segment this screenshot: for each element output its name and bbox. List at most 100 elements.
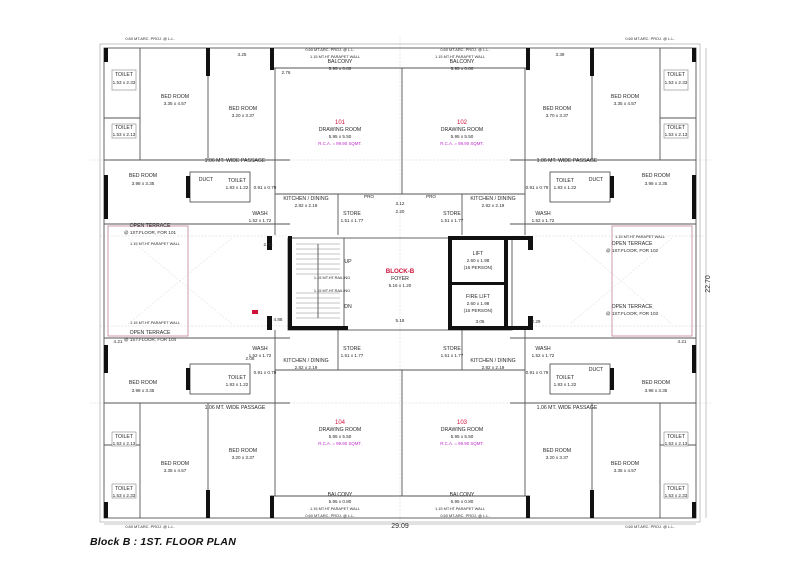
bed-room-label: BED ROOM bbox=[161, 461, 189, 467]
arc-projection-note: 0.60 MT.ARC. PROJ. @ L.L. bbox=[125, 36, 174, 41]
duct-label: DUCT bbox=[589, 367, 604, 373]
dimension: 4.21 bbox=[114, 339, 123, 344]
passage-label: 1.06 MT. WIDE PASSAGE bbox=[205, 158, 266, 164]
toilet-label: TOILET bbox=[667, 72, 686, 78]
wash-size: 1.52 x 1.72 bbox=[249, 353, 272, 358]
flat-number: 103 bbox=[457, 420, 468, 426]
drawing-room-size: 5.95 x 5.50 bbox=[451, 434, 474, 439]
bed-room-label: BED ROOM bbox=[129, 173, 157, 179]
toilet-label: TOILET bbox=[115, 125, 134, 131]
terrace-label: OPEN TERRACE bbox=[130, 330, 171, 336]
duct-label: DUCT bbox=[589, 177, 604, 183]
construction-lines bbox=[90, 36, 712, 528]
store-size: 1.51 x 1.77 bbox=[441, 218, 464, 223]
kitchen-size: 2.82 x 2.19 bbox=[295, 203, 318, 208]
toilet-size: 1.53 x 2.33 bbox=[113, 80, 136, 85]
balcony-label: BALCONY bbox=[450, 492, 475, 498]
dimension: 3.05 bbox=[476, 319, 485, 324]
bed-room-label: BED ROOM bbox=[229, 448, 257, 454]
toilet-label: TOILET bbox=[228, 178, 247, 184]
duct-label: DUCT bbox=[199, 177, 214, 183]
overall-width: 29.09 bbox=[391, 523, 409, 530]
wash-label: WASH bbox=[535, 346, 551, 352]
balcony-label: BALCONY bbox=[450, 59, 475, 65]
toilet-size: 1.83 x 1.22 bbox=[554, 185, 577, 190]
rca-area: R.C.A. = 99.90 SQMT. bbox=[318, 141, 362, 146]
bed-room-label: BED ROOM bbox=[543, 106, 571, 112]
toilet-size: 1.53 x 2.13 bbox=[113, 441, 136, 446]
kitchen-label: KITCHEN / DINING bbox=[283, 196, 328, 202]
wash-size: 1.52 x 1.72 bbox=[532, 218, 555, 223]
dimension: 2.05 bbox=[264, 242, 273, 247]
toilet-label: TOILET bbox=[667, 486, 686, 492]
passage-label: 1.06 MT. WIDE PASSAGE bbox=[205, 405, 266, 411]
label-boxes bbox=[111, 69, 689, 499]
kitchen-label: KITCHEN / DINING bbox=[470, 196, 515, 202]
store-label: STORE bbox=[343, 346, 361, 352]
bed-room-size: 3.20 x 3.37 bbox=[232, 113, 255, 118]
store-size: 1.51 x 1.77 bbox=[341, 353, 364, 358]
wash-size: 1.52 x 1.72 bbox=[532, 353, 555, 358]
bed-room-label: BED ROOM bbox=[129, 380, 157, 386]
balcony-label: BALCONY bbox=[328, 59, 353, 65]
foyer-label: FOYER bbox=[391, 276, 409, 282]
walls bbox=[99, 43, 701, 523]
kitchen-label: KITCHEN / DINING bbox=[470, 358, 515, 364]
duct-size: 0.91 x 0.79 bbox=[526, 185, 549, 190]
parapet-note: 1.15 MT.HT.PARAPET WALL bbox=[435, 54, 486, 59]
bed-room-size: 3.35 x 4.57 bbox=[614, 101, 637, 106]
balcony-size: 5.95 x 0.80 bbox=[451, 499, 474, 504]
arc-projection-note: 0.60 MT.ARC. PROJ. @ L.L. bbox=[125, 524, 174, 529]
store-label: STORE bbox=[443, 211, 461, 217]
arc-projection-note: 0.60 MT.ARC. PROJ. @ L.L. bbox=[440, 513, 489, 518]
projection-label: PRO bbox=[364, 194, 374, 199]
dimension: 3.25 bbox=[238, 52, 247, 57]
flat-number: 101 bbox=[335, 120, 346, 126]
block-name: BLOCK-B bbox=[386, 268, 415, 275]
dimension: 2.29 bbox=[532, 319, 541, 324]
toilet-size: 1.53 x 2.33 bbox=[113, 493, 136, 498]
bed-room-size: 3.20 x 3.37 bbox=[232, 455, 255, 460]
toilet-label: TOILET bbox=[115, 72, 134, 78]
store-size: 1.51 x 1.77 bbox=[441, 353, 464, 358]
toilet-size: 1.53 x 2.33 bbox=[665, 493, 688, 498]
plan-title: Block B : 1ST. FLOOR PLAN bbox=[90, 536, 236, 548]
toilet-size: 1.53 x 2.33 bbox=[665, 80, 688, 85]
bed-room-size: 3.98 x 3.35 bbox=[132, 181, 155, 186]
drawing-room-label: DRAWING ROOM bbox=[319, 427, 361, 433]
dimension: 5.18 bbox=[396, 318, 405, 323]
bed-room-size: 3.35 x 4.57 bbox=[164, 468, 187, 473]
drawing-room-size: 5.95 x 5.50 bbox=[329, 434, 352, 439]
fire-lift-label: FIRE LIFT bbox=[466, 294, 491, 300]
passage-label: 1.06 MT. WIDE PASSAGE bbox=[537, 405, 598, 411]
passage-label: 1.06 MT. WIDE PASSAGE bbox=[537, 158, 598, 164]
duct-size: 0.91 x 0.79 bbox=[526, 370, 549, 375]
bed-room-label: BED ROOM bbox=[161, 94, 189, 100]
duct-size: 0.91 x 0.79 bbox=[254, 370, 277, 375]
parapet-note: 1.15 MT.HT.PARAPET WALL bbox=[310, 506, 361, 511]
rca-area: R.C.A. = 99.90 SQMT. bbox=[440, 441, 484, 446]
bed-room-label: BED ROOM bbox=[642, 380, 670, 386]
terrace-label: OPEN TERRACE bbox=[130, 223, 171, 229]
drawing-room-size: 5.95 x 5.50 bbox=[329, 134, 352, 139]
toilet-label: TOILET bbox=[228, 375, 247, 381]
bed-room-size: 3.98 x 3.35 bbox=[645, 388, 668, 393]
bed-room-label: BED ROOM bbox=[543, 448, 571, 454]
kitchen-size: 2.82 x 2.19 bbox=[295, 365, 318, 370]
bed-room-size: 3.98 x 3.35 bbox=[645, 181, 668, 186]
toilet-label: TOILET bbox=[115, 434, 134, 440]
wash-label: WASH bbox=[252, 211, 268, 217]
toilet-size: 1.53 x 2.13 bbox=[665, 132, 688, 137]
staircase bbox=[296, 243, 340, 319]
toilet-size: 1.53 x 2.13 bbox=[113, 132, 136, 137]
arc-projection-note: 0.60 MT.ARC. PROJ. @ L.L. bbox=[625, 524, 674, 529]
dimension: 4.21 bbox=[678, 339, 687, 344]
toilet-label: TOILET bbox=[556, 178, 575, 184]
arc-projection-note: 0.60 MT.ARC. PROJ. @ L.L. bbox=[305, 47, 354, 52]
terrace-label: OPEN TERRACE bbox=[612, 241, 653, 247]
terrace-label: OPEN TERRACE bbox=[612, 304, 653, 310]
dimension: 4.88 bbox=[274, 317, 283, 322]
lift-capacity: (16 PERSON) bbox=[464, 265, 493, 270]
railing-note: 1.15 MT.HT.RAILING bbox=[314, 288, 350, 293]
dimension: 3.39 bbox=[556, 52, 565, 57]
